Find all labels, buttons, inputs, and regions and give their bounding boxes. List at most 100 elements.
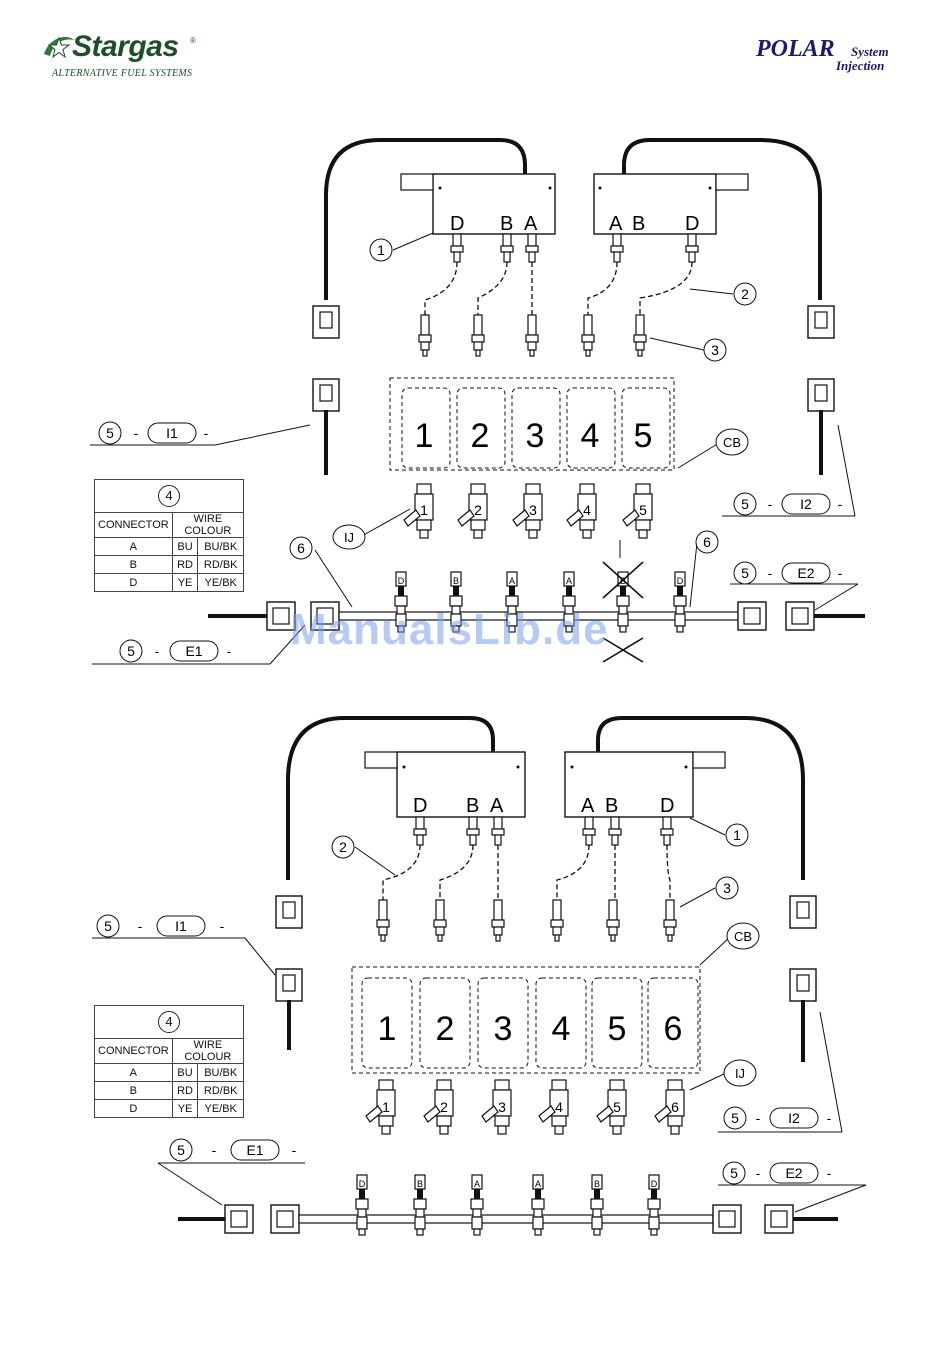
bottom-rail-right-port-b: B [605, 795, 618, 817]
bottom-rail-left-port-a: A [490, 795, 504, 817]
top-fitting-2 [471, 314, 485, 357]
top-injector-label-2: 2 [474, 502, 482, 518]
top-cylinder-5: 5 [634, 417, 653, 455]
bottom-e1-tail: - [292, 1142, 297, 1158]
bottom-table-cell: B [94, 1081, 173, 1100]
polar-name: POLAR [756, 36, 835, 62]
top-i1-tail: - [204, 425, 209, 441]
top-cylinder-2: 2 [471, 417, 490, 455]
top-rail-left-port-a: A [524, 213, 538, 235]
top-harness [208, 561, 865, 663]
bottom-leaders [92, 817, 867, 1213]
bottom-injector-2 [423, 1079, 454, 1135]
bottom-cylinder-3: 3 [494, 1010, 513, 1048]
top-injector-label-5: 5 [639, 502, 647, 518]
top-i2-num: 5 [741, 496, 749, 512]
bottom-e1-code: E1 [246, 1142, 263, 1158]
bottom-callout-ij: IJ [735, 1066, 745, 1081]
bottom-table-cell: YE [171, 1099, 199, 1118]
bottom-wire-tag-6: D [651, 1179, 658, 1189]
top-diagram: D B A A B D [90, 138, 865, 665]
bottom-injector-label-5: 5 [613, 1099, 621, 1115]
top-callout-6b: 6 [703, 534, 711, 550]
bottom-wire-tag-1: D [359, 1179, 366, 1189]
top-e1-code: E1 [185, 643, 202, 659]
watermark-text: ManualsLib.de [290, 605, 609, 654]
top-cylinder-4: 4 [581, 417, 600, 455]
bottom-table-cell: RD/BK [197, 1081, 244, 1100]
polar-logo: POLAR System Injection [756, 34, 916, 84]
top-leaders [90, 232, 859, 665]
bottom-i2-num: 5 [731, 1110, 739, 1126]
bottom-cylinder-6: 6 [664, 1010, 683, 1048]
bottom-fitting-6 [663, 899, 677, 942]
top-rail-left-port-d: D [450, 213, 464, 235]
top-rail-left: D B A [324, 138, 556, 300]
top-i1-code: I1 [166, 425, 178, 441]
top-cylinder-block [389, 377, 675, 471]
bottom-rail-right: A B D [564, 716, 805, 880]
bottom-fitting-1 [376, 899, 390, 942]
top-table-cell: BU [171, 537, 199, 556]
top-injector-2 [457, 483, 488, 539]
bottom-i1-code: I1 [175, 918, 187, 934]
top-i1-num: 5 [106, 425, 114, 441]
bottom-table-header-wire-colour: WIRE COLOUR [171, 1038, 245, 1064]
bottom-fitting-3 [491, 899, 505, 942]
bottom-e2-num: 5 [730, 1165, 738, 1181]
bottom-hoses [382, 844, 671, 900]
stargas-logo: Stargas ® ALTERNATIVE FUEL SYSTEMS [42, 28, 242, 88]
bottom-rail-left: D B A [286, 716, 526, 880]
bottom-callout-cb: CB [734, 929, 752, 944]
top-table-cell: D [94, 573, 173, 592]
top-e2-num: 5 [741, 565, 749, 581]
top-table-header-connector: CONNECTOR [94, 512, 173, 538]
bottom-i1-num: 5 [104, 918, 112, 934]
bottom-harness [178, 1174, 838, 1236]
top-fitting-4 [581, 314, 595, 357]
top-table-cell: B [94, 555, 173, 574]
bottom-table-cell: BU/BK [197, 1063, 244, 1082]
bottom-table-cell: YE/BK [197, 1099, 244, 1118]
top-injector-label-1: 1 [420, 502, 428, 518]
bottom-cylinder-5: 5 [608, 1010, 627, 1048]
bottom-wire-tag-3: A [474, 1179, 480, 1189]
top-wire-tag-1: D [398, 576, 405, 586]
top-callout-6a: 6 [297, 540, 305, 556]
top-wire-tag-3: A [509, 576, 515, 586]
top-callout-ij: IJ [344, 530, 354, 545]
top-cylinder-1: 1 [415, 417, 434, 455]
top-injector-label-4: 4 [583, 502, 591, 518]
bottom-table-number: 4 [158, 1011, 180, 1033]
bottom-rail-left-port-b: B [466, 795, 479, 817]
top-table-cell: YE/BK [197, 573, 244, 592]
top-callout-cb: CB [723, 435, 741, 450]
bottom-table-cell: BU [171, 1063, 199, 1082]
top-e2-tail: - [838, 565, 843, 581]
bottom-cylinder-block [351, 966, 701, 1074]
bottom-injector-label-3: 3 [498, 1099, 506, 1115]
stargas-tagline: ALTERNATIVE FUEL SYSTEMS [52, 68, 193, 79]
top-injector-4 [566, 483, 597, 539]
stargas-swoosh-icon [44, 36, 74, 59]
bottom-injector-6 [654, 1079, 685, 1135]
bottom-injector-label-4: 4 [555, 1099, 563, 1115]
bottom-e2-dash: - [756, 1165, 761, 1181]
top-table-cell: A [94, 537, 173, 556]
top-switch-i2 [807, 305, 835, 475]
top-injector-3 [512, 483, 543, 539]
top-cylinder-3: 3 [526, 417, 545, 455]
bottom-wire-tag-4: A [535, 1179, 541, 1189]
top-wire-tag-4: A [566, 576, 572, 586]
bottom-switch-i2 [789, 895, 817, 1062]
bottom-wire-colour-table: 4 CONNECTOR WIRE COLOUR A BU BU/BK B RD … [94, 1005, 245, 1118]
bottom-injector-3 [481, 1079, 512, 1135]
bottom-table-cell: RD [171, 1081, 199, 1100]
bottom-callout-1: 1 [733, 827, 741, 843]
top-switch-i1 [312, 305, 340, 475]
top-i2-tail: - [838, 496, 843, 512]
top-wire-tag-6: D [677, 576, 684, 586]
bottom-cylinder-4: 4 [552, 1010, 571, 1048]
bottom-callout-3: 3 [723, 880, 731, 896]
bottom-cylinder-2: 2 [436, 1010, 455, 1048]
